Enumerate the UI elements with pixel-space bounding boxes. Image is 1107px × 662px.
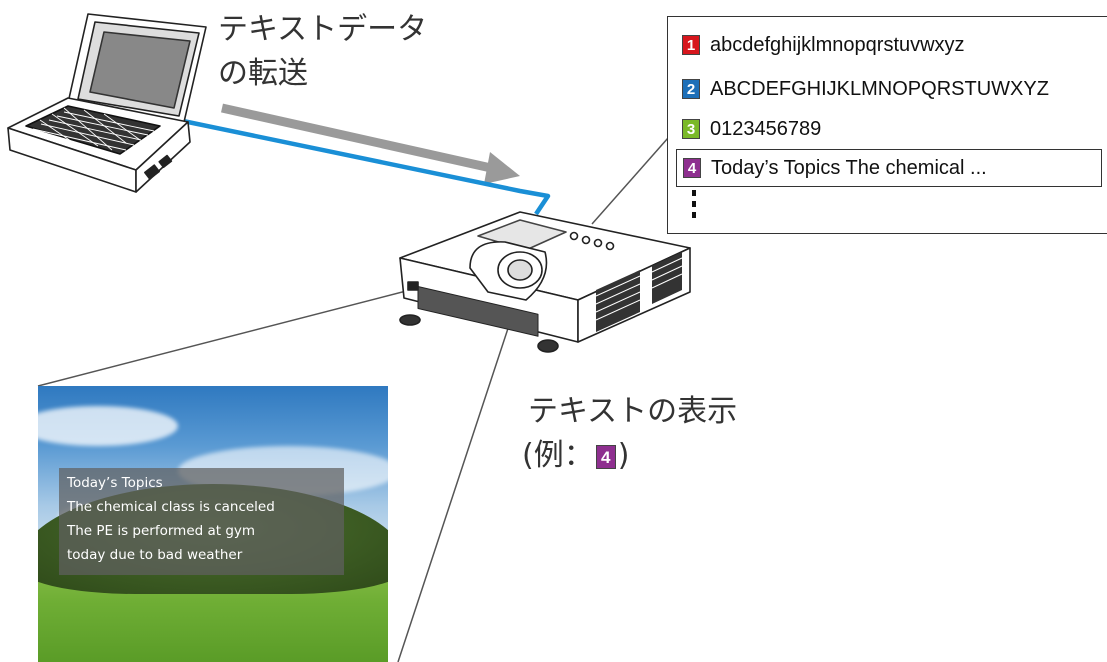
number-badge-1: 1 xyxy=(682,35,700,55)
display-label-line1: テキストの表示 xyxy=(528,394,738,429)
text-list-panel: 1 abcdefghijklmnopqrstuvwxyz 2 ABCDEFGHI… xyxy=(667,16,1107,234)
usb-cable xyxy=(182,118,551,216)
projection-line-right xyxy=(397,291,521,662)
display-label-line2: (例：4) xyxy=(522,436,629,476)
projected-screen: Today’s Topics The chemical class is can… xyxy=(38,386,388,662)
overlay-line-1: Today’s Topics xyxy=(67,475,163,491)
laptop-illustration xyxy=(7,13,207,193)
list-item-text: ABCDEFGHIJKLMNOPQRSTUWXYZ xyxy=(710,77,1049,100)
list-item-2[interactable]: 2 ABCDEFGHIJKLMNOPQRSTUWXYZ xyxy=(682,73,1049,105)
list-item-text: 0123456789 xyxy=(710,117,822,140)
text-overlay-box: Today’s Topics The chemical class is can… xyxy=(59,468,344,575)
list-item-4-selected[interactable]: 4 Today’s Topics The chemical ... xyxy=(676,149,1102,187)
leader-line-to-list-top xyxy=(591,137,669,225)
list-item-text: Today’s Topics The chemical ... xyxy=(711,156,987,179)
overlay-line-2: The chemical class is canceled xyxy=(67,499,275,515)
list-item-3[interactable]: 3 0123456789 xyxy=(682,113,821,145)
overlay-line-3: The PE is performed at gym xyxy=(67,523,256,539)
display-label-suffix: ) xyxy=(617,438,630,473)
transfer-arrow xyxy=(221,103,520,184)
number-badge-4: 4 xyxy=(683,158,701,178)
example-badge-4: 4 xyxy=(595,444,616,469)
list-item-1[interactable]: 1 abcdefghijklmnopqrstuvwxyz xyxy=(682,29,965,61)
number-badge-3: 3 xyxy=(682,119,700,139)
transfer-label-line1: テキストデータ xyxy=(218,12,428,47)
display-label-prefix: (例： xyxy=(522,438,594,473)
projector-illustration xyxy=(399,211,691,353)
more-items-ellipsis xyxy=(690,190,698,223)
projection-line-left xyxy=(37,289,411,387)
number-badge-2: 2 xyxy=(682,79,700,99)
transfer-label-line2: の転送 xyxy=(218,56,308,91)
list-item-text: abcdefghijklmnopqrstuvwxyz xyxy=(710,33,965,56)
overlay-line-4: today due to bad weather xyxy=(67,547,243,563)
